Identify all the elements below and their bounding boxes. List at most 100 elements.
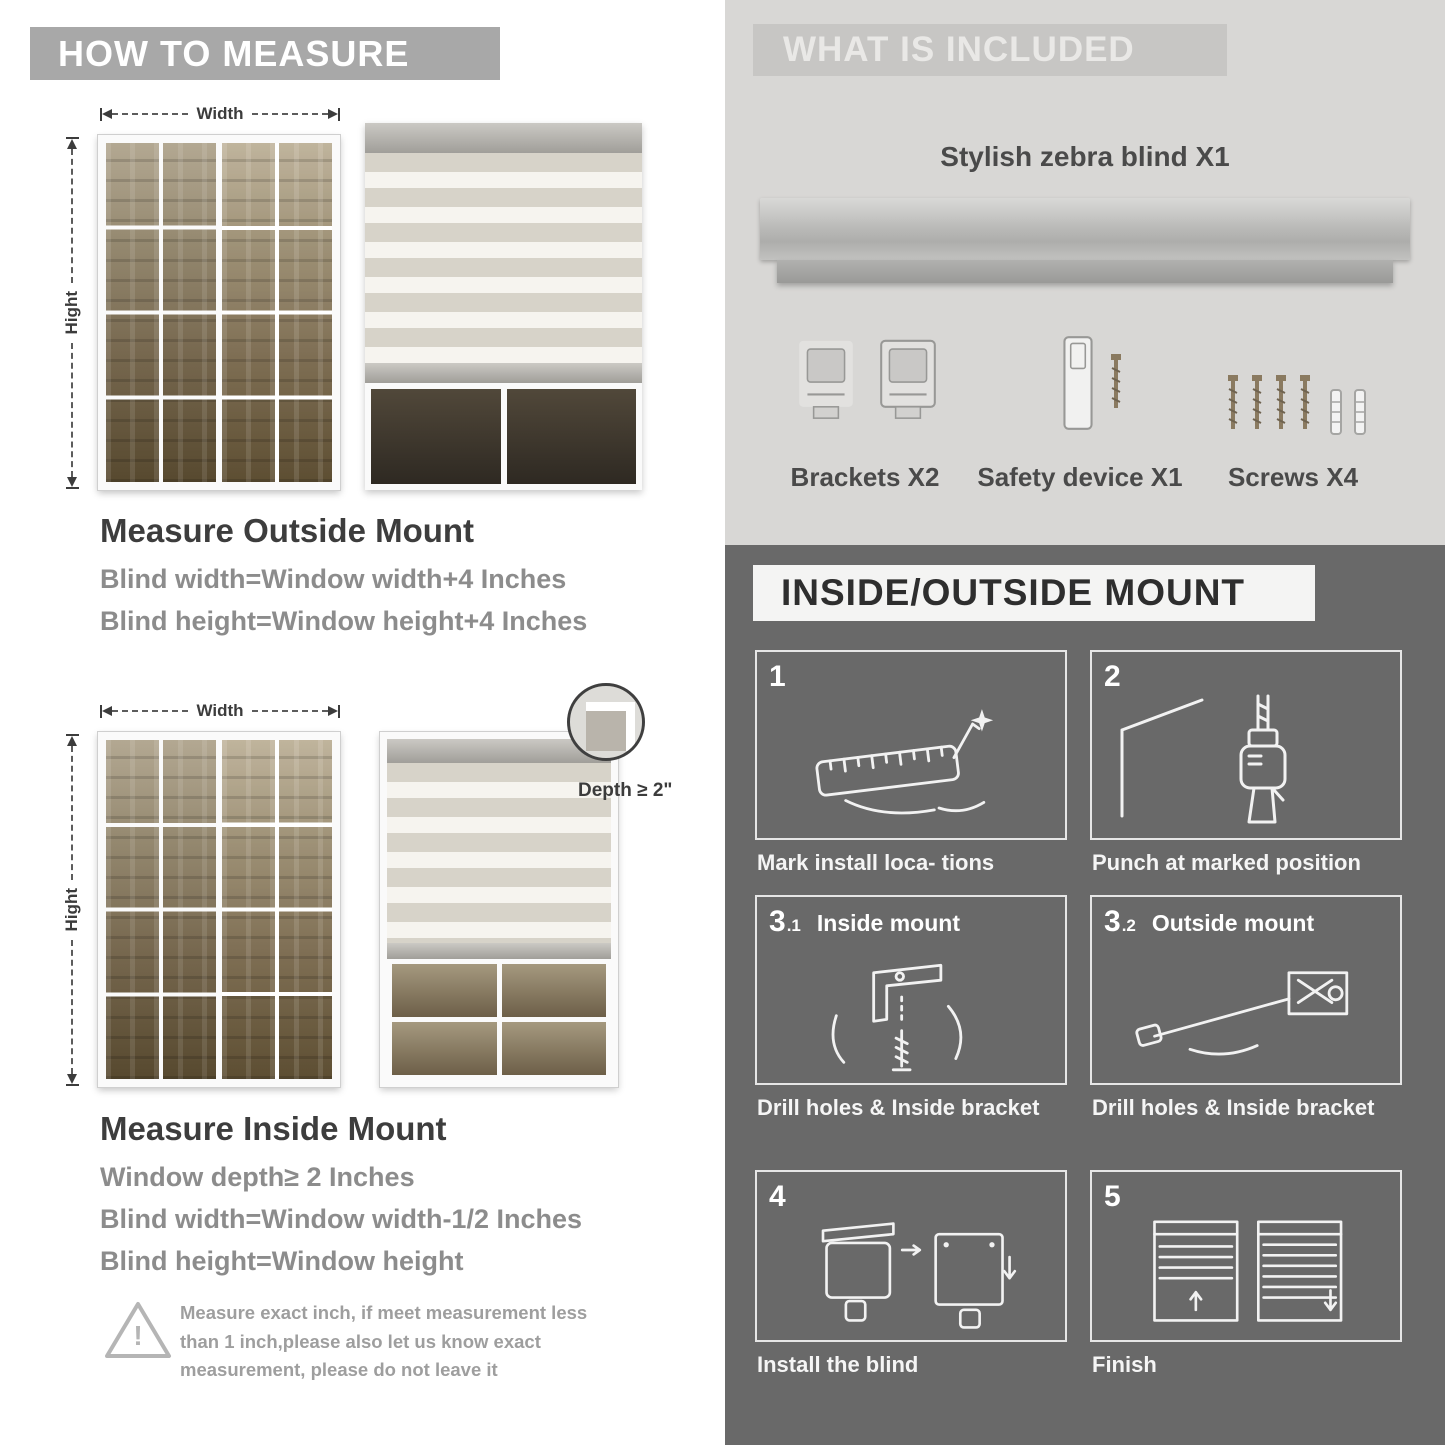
bracket-icon <box>880 339 936 419</box>
window-sash <box>222 740 332 1079</box>
inside-blind-illustration <box>380 732 618 1087</box>
mount-header: INSIDE/OUTSIDE MOUNT <box>753 565 1315 621</box>
screw-icon <box>1300 375 1310 429</box>
step-num: 3 <box>1104 905 1121 938</box>
warning-text: Measure exact inch, if meet measurement … <box>180 1302 588 1381</box>
inside-mount-line2: Blind width=Window width-1/2 Inches <box>100 1204 583 1234</box>
safety-device-label: Safety device X1 <box>977 462 1183 492</box>
finish-blinds-icon <box>1153 1220 1343 1322</box>
how-to-measure-section: HOW TO MEASURE Width Hight <box>0 0 712 1445</box>
step-number: 4 <box>769 1180 786 1214</box>
inside-height-label: Hight <box>62 888 81 932</box>
outside-blind-illustration <box>365 123 642 490</box>
step-number: 1 <box>769 660 786 694</box>
bracket-drill-icon <box>1135 971 1349 1056</box>
install-blind-icon <box>821 1222 1017 1329</box>
arrow-head-up-icon <box>67 736 77 746</box>
arrow-dash <box>112 710 189 712</box>
step-5-caption: Finish <box>1092 1352 1157 1377</box>
warning-triangle-icon: ! <box>103 1298 173 1362</box>
window-pane <box>392 964 497 1017</box>
what-is-included-header: WHAT IS INCLUDED <box>753 24 1227 76</box>
warning-mark: ! <box>133 1320 143 1351</box>
arrow-tick <box>65 1084 79 1086</box>
blind-headrail <box>365 123 642 153</box>
outside-mount-line2: Blind height=Window height+4 Inches <box>100 606 588 636</box>
outside-height-label: Hight <box>62 291 81 335</box>
inside-window-illustration <box>98 732 340 1087</box>
step-number: 5 <box>1104 1180 1121 1214</box>
depth-label: Depth ≥ 2" <box>578 780 673 801</box>
arrow-head-right-icon <box>328 109 338 119</box>
step-3-2-caption: Drill holes & Inside bracket <box>1092 1095 1375 1120</box>
outside-window-illustration <box>98 135 340 490</box>
step-num: 2 <box>1104 660 1121 693</box>
blind-headrail-illustration <box>760 198 1410 260</box>
inside-mount-title: Measure Inside Mount <box>100 1110 447 1147</box>
arrow-tick <box>65 734 79 736</box>
arrow-tick <box>65 487 79 489</box>
arrow-tick <box>338 107 340 121</box>
arrow-tick <box>100 107 102 121</box>
blind-stripes <box>365 153 642 363</box>
measure-ruler-icon <box>815 709 994 815</box>
outside-width-arrow: Width <box>100 104 340 124</box>
step-number: 2 <box>1104 660 1121 694</box>
screw-icon <box>1111 354 1121 408</box>
arrow-dash <box>71 342 73 477</box>
what-is-included-title: WHAT IS INCLUDED <box>783 30 1135 69</box>
arrow-head-down-icon <box>67 477 77 487</box>
blind-stripes <box>387 763 611 943</box>
step-title: Outside mount <box>1151 910 1315 936</box>
step-subnum: .1 <box>786 916 801 935</box>
outside-mount-line1: Blind width=Window width+4 Inches <box>100 564 567 594</box>
step-4-panel: 4 <box>755 1170 1067 1342</box>
drill-icon <box>1120 694 1287 824</box>
step-title: Inside mount <box>816 910 960 936</box>
step-1-caption: Mark install loca- tions <box>757 850 995 875</box>
frame-corner-icon <box>585 701 635 751</box>
bracket-icon <box>799 340 853 419</box>
arrow-tick <box>100 704 102 718</box>
arrow-dash <box>71 149 73 284</box>
step-num: 1 <box>769 660 786 693</box>
blind-valance-illustration <box>777 260 1393 283</box>
arrow-dash <box>71 746 73 881</box>
arrow-dash <box>71 939 73 1074</box>
window-pane <box>392 1022 497 1075</box>
arrow-head-left-icon <box>102 706 112 716</box>
inside-height-arrow: Hight <box>62 734 82 1086</box>
blind-bottomrail <box>365 363 642 383</box>
step-4-caption: Install the blind <box>757 1352 919 1377</box>
mount-title: INSIDE/OUTSIDE MOUNT <box>781 572 1246 613</box>
screw-icon <box>1276 375 1286 429</box>
window-sash <box>106 740 216 1079</box>
arrow-head-left-icon <box>102 109 112 119</box>
anchor-icon <box>1330 389 1342 435</box>
inside-mount-line1: Window depth≥ 2 Inches <box>100 1162 415 1192</box>
step-5-panel: 5 <box>1090 1170 1402 1342</box>
outside-mount-title: Measure Outside Mount <box>100 512 475 549</box>
step-num: 3 <box>769 905 786 938</box>
depth-callout <box>567 683 645 761</box>
step-number: 3.1 Inside mount <box>769 905 960 939</box>
screw-icon <box>1252 375 1262 429</box>
step-3-1-caption: Drill holes & Inside bracket <box>757 1095 1040 1120</box>
step-number: 3.2 Outside mount <box>1104 905 1314 939</box>
step-1-panel: 1 <box>755 650 1067 840</box>
outside-width-label: Width <box>196 104 244 123</box>
inside-width-label: Width <box>196 701 244 720</box>
anchor-icon <box>1354 389 1366 435</box>
step-2-panel: 2 <box>1090 650 1402 840</box>
bracket-screw-icon <box>831 963 963 1072</box>
how-to-measure-header: HOW TO MEASURE <box>30 27 500 80</box>
outside-height-arrow: Hight <box>62 137 82 489</box>
inside-width-arrow: Width <box>100 701 340 721</box>
step-num: 5 <box>1104 1180 1121 1213</box>
arrow-dash <box>251 113 328 115</box>
screw-icon <box>1228 375 1238 429</box>
arrow-tick <box>65 137 79 139</box>
brackets-label: Brackets X2 <box>790 462 940 492</box>
window-pane <box>506 389 636 484</box>
